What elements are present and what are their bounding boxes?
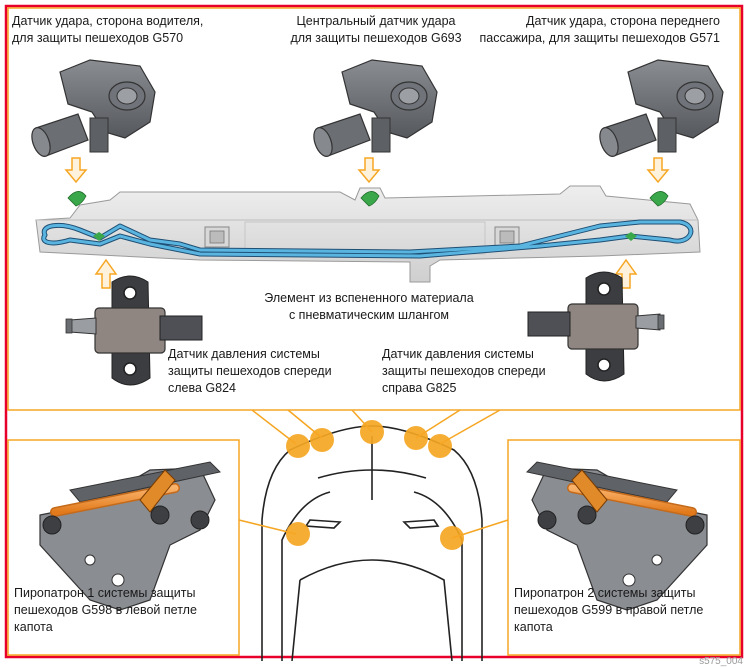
label-line: защиты пешеходов спереди <box>168 364 332 378</box>
outer-frame <box>4 4 744 659</box>
hinge-right <box>525 461 708 611</box>
mount-arrows <box>64 157 670 289</box>
label-foam-element: Элемент из вспененного материала с пневм… <box>254 290 484 324</box>
label-line: Датчик давления системы <box>168 347 320 361</box>
pneumatic-hose <box>41 219 694 259</box>
label-line: Пиропатрон 1 системы защиты <box>14 586 196 600</box>
label-line: слева G824 <box>168 381 236 395</box>
label-line: Датчик удара, сторона водителя, <box>12 14 204 28</box>
impact-sensor-center <box>313 59 438 157</box>
label-pyro-right: Пиропатрон 2 системы защиты пешеходов G5… <box>514 585 703 636</box>
label-line: Датчик давления системы <box>382 347 534 361</box>
label-impact-sensor-center: Центральный датчик удара для защиты пеше… <box>276 13 476 47</box>
label-line: для защиты пешеходов G570 <box>12 31 184 45</box>
label-line: пешеходов G599 в правой петле <box>514 603 704 617</box>
figure-code: s575_004 <box>699 656 743 667</box>
label-impact-sensor-right: Датчик удара, сторона переднего пассажир… <box>468 13 720 47</box>
label-impact-sensor-left: Датчик удара, сторона водителя, для защи… <box>12 13 203 47</box>
label-line: с пневматическим шлангом <box>288 308 450 322</box>
label-pyro-left: Пиропатрон 1 системы защиты пешеходов G5… <box>14 585 197 636</box>
label-line: Элемент из вспененного материала <box>264 291 474 305</box>
right-hinge-panel <box>507 439 741 656</box>
label-line: для защиты пешеходов G693 <box>290 31 462 45</box>
label-line: Центральный датчик удара <box>296 14 456 28</box>
label-line: справа G825 <box>382 381 457 395</box>
mount-clips <box>67 191 669 207</box>
upper-panel <box>7 7 741 411</box>
label-line: Датчик удара, сторона переднего <box>526 14 720 28</box>
left-hinge-panel <box>7 439 240 656</box>
label-line: капота <box>14 620 53 634</box>
impact-sensor-right <box>599 59 724 157</box>
callout-dots <box>286 420 464 550</box>
label-line: Пиропатрон 2 системы защиты <box>514 586 696 600</box>
label-line: пешеходов G598 в левой петле <box>14 603 197 617</box>
label-pressure-sensor-right: Датчик давления системы защиты пешеходов… <box>382 346 546 397</box>
hinge-left <box>39 461 222 611</box>
impact-sensor-left <box>31 59 156 157</box>
pressure-sensor-right <box>527 271 665 382</box>
label-line: капота <box>514 620 553 634</box>
label-line: защиты пешеходов спереди <box>382 364 546 378</box>
pressure-sensor-left <box>65 275 203 386</box>
label-pressure-sensor-left: Датчик давления системы защиты пешеходов… <box>168 346 332 397</box>
label-line: пассажира, для защиты пешеходов G571 <box>479 31 720 45</box>
